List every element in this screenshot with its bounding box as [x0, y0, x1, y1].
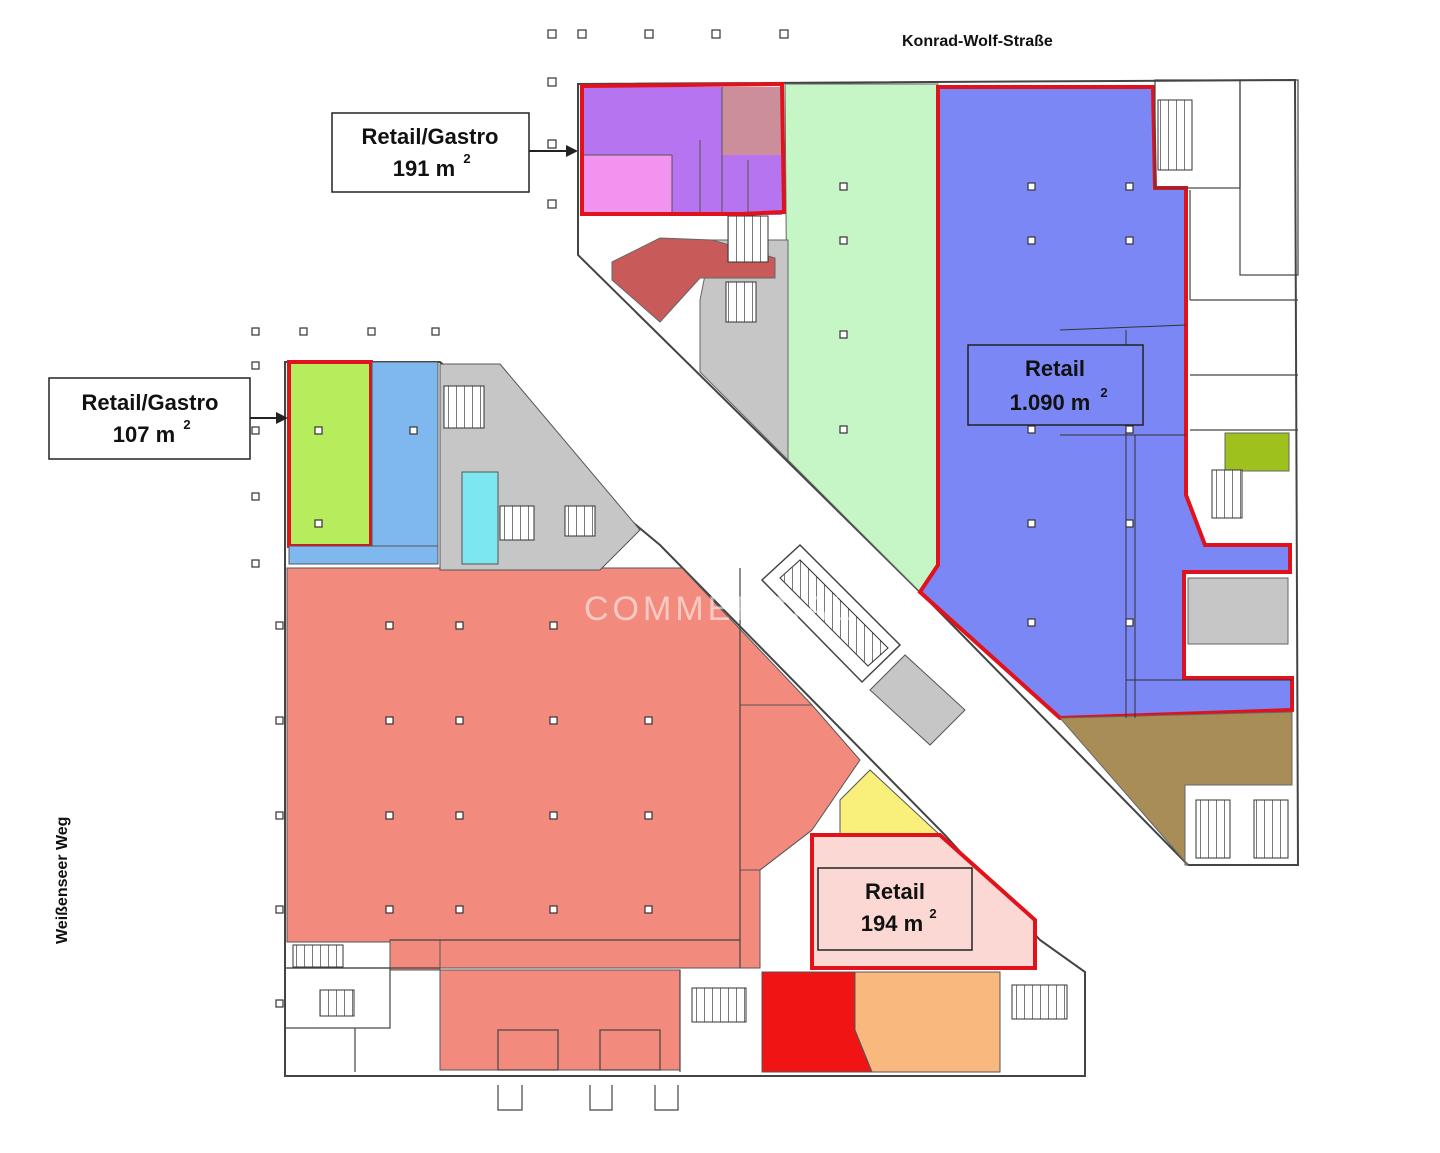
- unit-lime-107: [289, 362, 371, 546]
- unit-salmon-hall: [286, 567, 813, 969]
- callout-area-sup: 2: [1100, 385, 1107, 400]
- stairwell: [1253, 799, 1289, 859]
- unit-salmon-south: [439, 969, 681, 1071]
- callout-area: 107 m: [113, 422, 175, 447]
- unit-cyan: [461, 471, 499, 565]
- arrow-right-icon: [276, 412, 288, 424]
- stairwell: [564, 505, 596, 537]
- callout-retail-1090: Retail 1.090 m 2: [967, 344, 1144, 426]
- callout-area-sup: 2: [929, 906, 936, 921]
- stairwell: [499, 505, 535, 541]
- callout-retail-gastro-107: Retail/Gastro 107 m 2: [48, 377, 288, 460]
- unit-light-blue: [371, 361, 439, 563]
- unit-pink: [582, 155, 672, 215]
- unit-light-blue-strip: [288, 545, 439, 565]
- callout-title: Retail/Gastro: [362, 124, 499, 149]
- stairwell: [1211, 469, 1243, 519]
- unit-orange: [854, 971, 1001, 1073]
- highlight-outline-194: [810, 833, 1037, 970]
- street-label-west: Weißenseer Weg: [54, 817, 71, 944]
- callout-area-sup: 2: [463, 151, 470, 166]
- stairwell: [1011, 984, 1068, 1020]
- watermark: COMMERCIAL: [584, 590, 854, 628]
- street-label-north: Konrad-Wolf-Straße: [902, 33, 1053, 50]
- stairwell: [691, 987, 747, 1023]
- stairwell: [319, 989, 355, 1017]
- arrow-right-icon: [566, 145, 578, 157]
- callout-title: Retail: [865, 879, 925, 904]
- stairwell: [727, 215, 769, 263]
- stairwell: [1195, 799, 1231, 859]
- highlight-outline-191: [580, 81, 787, 216]
- unit-olive: [1224, 432, 1290, 472]
- callout-retail-194: Retail 194 m 2: [817, 867, 973, 951]
- stairwell: [1157, 99, 1193, 171]
- unit-light-green-hall: [784, 83, 939, 593]
- unit-gray-service-north: [699, 239, 789, 462]
- central-stair-block: [760, 543, 966, 746]
- unit-brown: [1058, 711, 1293, 866]
- callout-title: Retail/Gastro: [82, 390, 219, 415]
- stairwell: [292, 944, 344, 968]
- callout-area: 194 m: [861, 911, 923, 936]
- callout-area-sup: 2: [183, 417, 190, 432]
- unit-mauve: [722, 87, 782, 155]
- unit-gray-room-east: [1187, 577, 1289, 645]
- callout-area: 1.090 m: [1010, 390, 1091, 415]
- unit-salmon-west: [389, 939, 441, 971]
- callout-area: 191 m: [393, 156, 455, 181]
- callout-title: Retail: [1025, 356, 1085, 381]
- callout-retail-gastro-191: Retail/Gastro 191 m 2: [331, 112, 578, 193]
- stairwell: [725, 281, 757, 323]
- stairwell: [443, 385, 485, 429]
